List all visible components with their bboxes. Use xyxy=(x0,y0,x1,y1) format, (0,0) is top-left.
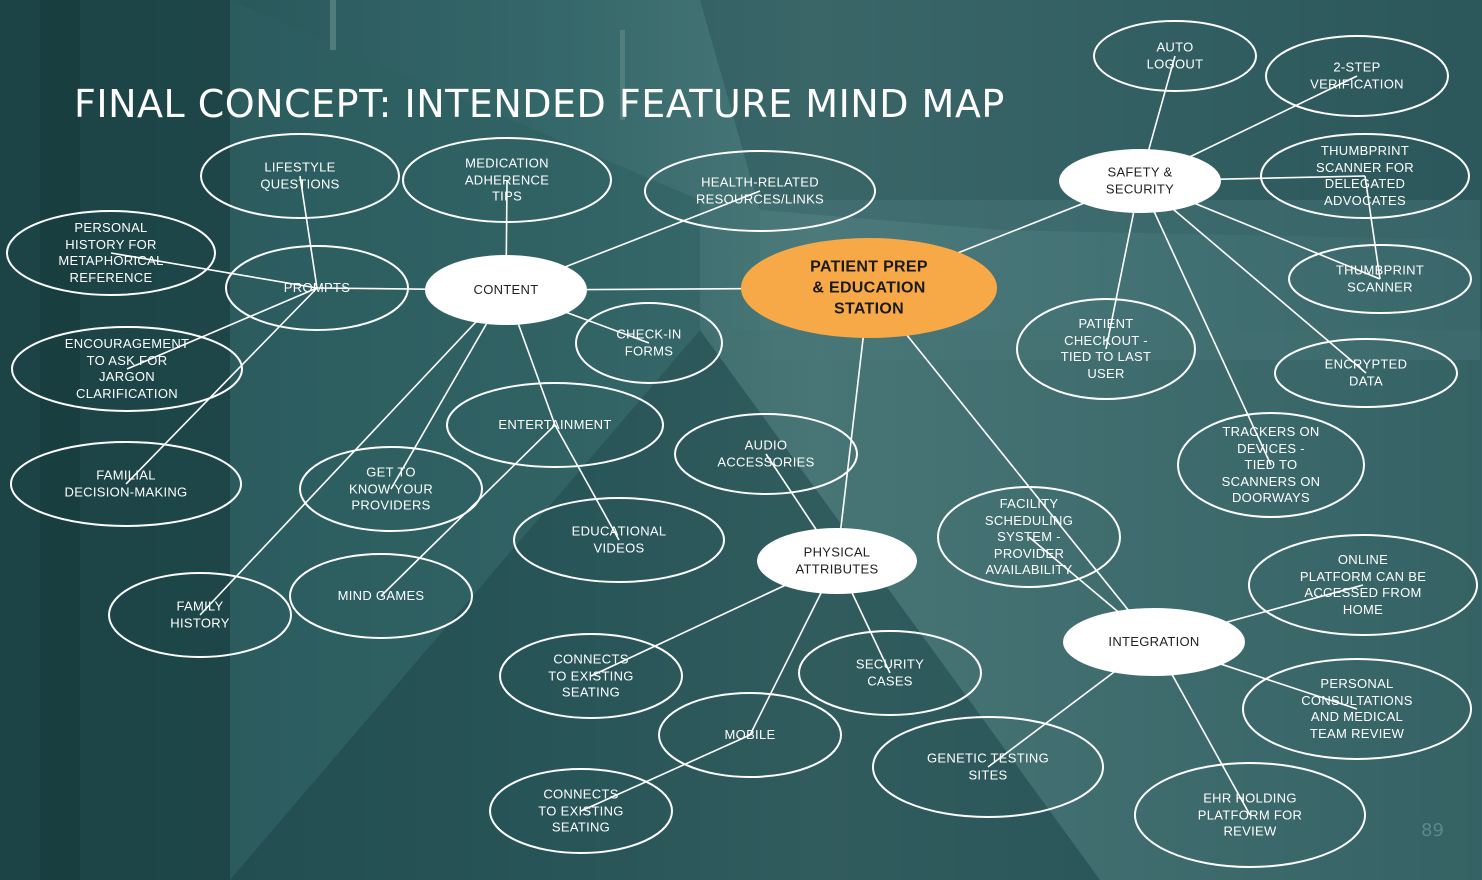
node-mind-games xyxy=(289,553,473,639)
edge-thumbprint_delegated-thumbprint xyxy=(1364,175,1381,280)
node-lifestyle-questions xyxy=(200,133,400,219)
security-cases-label: SECURITY CASES xyxy=(855,656,925,689)
node-mobile xyxy=(658,692,842,778)
mind-games-label: MIND GAMES xyxy=(337,587,425,603)
node-auto-logout xyxy=(1093,20,1257,92)
node-center xyxy=(741,238,997,338)
edge-prompts-familial xyxy=(125,287,318,485)
node-get-to-know-providers xyxy=(299,446,483,532)
node-content xyxy=(425,255,587,325)
family-history-label: FAMILY HISTORY xyxy=(170,598,230,631)
personal-history-label: PERSONAL HISTORY FOR METAPHORICAL REFERE… xyxy=(58,220,164,285)
node-shapes xyxy=(6,20,1478,868)
node-health-resources xyxy=(644,150,876,232)
educational-videos-label: EDUCATIONAL VIDEOS xyxy=(571,523,667,556)
node-audio-accessories xyxy=(674,413,858,495)
node-physical-attributes xyxy=(757,528,917,594)
node-entertainment xyxy=(446,382,664,468)
edge-mobile-connects_2 xyxy=(580,734,751,812)
page-number: 89 xyxy=(1421,820,1444,841)
node-prompts xyxy=(225,245,409,331)
facility-label: FACILITY SCHEDULING SYSTEM - PROVIDER AV… xyxy=(984,495,1074,577)
node-genetic-testing xyxy=(872,716,1104,818)
edge-prompts-encouragement xyxy=(126,287,318,370)
connects-2-label: CONNECTS TO EXISTING SEATING xyxy=(538,786,624,835)
prompts-label: PROMPTS xyxy=(283,279,351,295)
node-educational-videos xyxy=(513,497,725,583)
edge-entertainment-educational_videos xyxy=(554,424,620,541)
node-thumbprint-scanner xyxy=(1288,244,1472,314)
edge-prompts-personal_history xyxy=(110,252,318,289)
slide-title: FINAL CONCEPT: INTENDED FEATURE MIND MAP xyxy=(74,82,1005,126)
edge-safety-trackers xyxy=(1139,180,1272,466)
physical-label: PHYSICAL ATTRIBUTES xyxy=(795,544,879,577)
health-resources-label: HEALTH-RELATED RESOURCES/LINKS xyxy=(695,174,825,207)
node-safety-security xyxy=(1059,149,1221,213)
medication-label: MEDICATION ADHERENCE TIPS xyxy=(464,155,550,204)
encouragement-label: ENCOURAGEMENT TO ASK FOR JARGON CLARIFIC… xyxy=(64,336,190,401)
edge-prompts-lifestyle xyxy=(299,175,318,289)
node-check-in-forms xyxy=(575,302,723,384)
patient-checkout-label: PATIENT CHECKOUT - TIED TO LAST USER xyxy=(1060,316,1152,381)
mobile-label: MOBILE xyxy=(724,726,776,742)
safety-label: SAFETY & SECURITY xyxy=(1105,164,1175,197)
ehr-label: EHR HOLDING PLATFORM FOR REVIEW xyxy=(1197,790,1303,839)
node-encouragement xyxy=(11,326,243,412)
node-security-cases xyxy=(798,630,982,716)
entertainment-label: ENTERTAINMENT xyxy=(498,416,612,432)
audio-label: AUDIO ACCESSORIES xyxy=(717,437,815,470)
node-family-history xyxy=(108,572,292,658)
get-to-know-label: GET TO KNOW YOUR PROVIDERS xyxy=(348,464,434,513)
edge-center-integration xyxy=(868,287,1155,643)
node-thumbprint-delegated xyxy=(1260,133,1470,219)
encrypted-label: ENCRYPTED DATA xyxy=(1324,356,1408,389)
node-integration xyxy=(1063,608,1245,676)
trackers-label: TRACKERS ON DEVICES - TIED TO SCANNERS O… xyxy=(1221,423,1321,505)
node-facility-scheduling xyxy=(937,486,1121,588)
node-familial-decision xyxy=(10,441,242,527)
genetic-label: GENETIC TESTING SITES xyxy=(927,750,1049,783)
thumbprint-delegated-label: THUMBPRINT SCANNER FOR DELEGATED ADVOCAT… xyxy=(1316,143,1414,208)
node-ehr-platform xyxy=(1134,762,1366,868)
node-trackers-on-devices xyxy=(1177,412,1365,518)
node-patient-checkout xyxy=(1016,298,1196,400)
node-personal-consultations xyxy=(1242,658,1472,760)
node-connects-seating-2 xyxy=(489,768,673,854)
integration-label: INTEGRATION xyxy=(1108,633,1200,649)
content-label: CONTENT xyxy=(473,281,539,297)
edge-content-family_history xyxy=(199,289,507,616)
thumbprint-label: THUMBPRINT SCANNER xyxy=(1335,262,1425,295)
node-personal-history xyxy=(6,210,216,296)
center-label: PATIENT PREP & EDUCATION STATION xyxy=(810,258,928,318)
online-platform-label: ONLINE PLATFORM CAN BE ACCESSED FROM HOM… xyxy=(1299,552,1427,617)
node-connects-seating-1 xyxy=(499,633,683,719)
node-2-step-verification xyxy=(1265,35,1449,117)
connects-1-label: CONNECTS TO EXISTING SEATING xyxy=(548,651,634,700)
check-in-label: CHECK-IN FORMS xyxy=(616,326,682,359)
auto-logout-label: AUTO LOGOUT xyxy=(1146,39,1204,72)
personal-consult-label: PERSONAL CONSULTATIONS AND MEDICAL TEAM … xyxy=(1301,676,1413,741)
node-online-platform xyxy=(1248,534,1478,636)
familial-label: FAMILIAL DECISION-MAKING xyxy=(64,467,188,500)
lifestyle-label: LIFESTYLE QUESTIONS xyxy=(260,159,340,192)
node-medication-tips xyxy=(402,137,612,223)
node-encrypted-data xyxy=(1274,338,1458,408)
two-step-label: 2-STEP VERIFICATION xyxy=(1310,59,1404,92)
